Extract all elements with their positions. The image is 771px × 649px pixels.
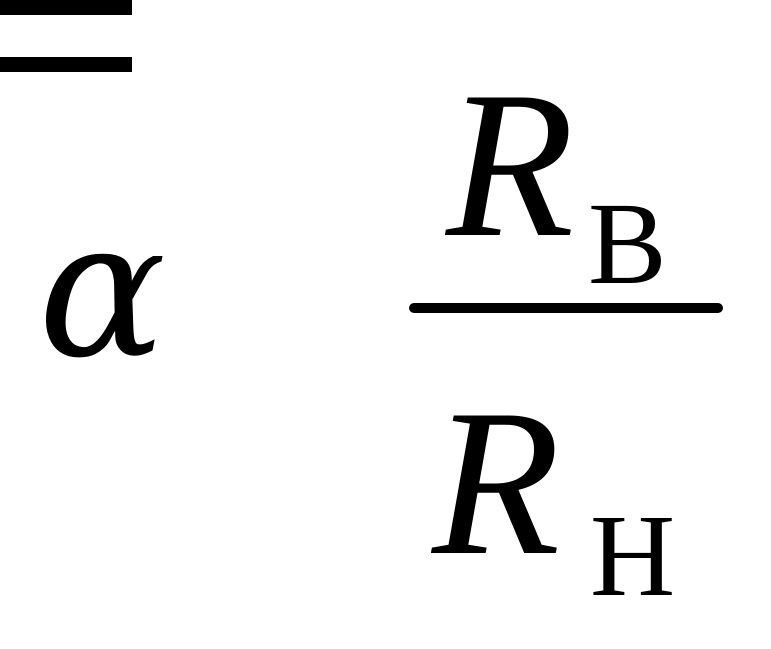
alpha-symbol: α [38,179,167,400]
numerator-subscript: В [588,178,667,309]
equals-sign-top-bar [0,0,132,15]
equals-sign [0,0,132,72]
denominator-symbol: R [432,367,561,599]
fraction-bar [409,303,723,313]
denominator-subscript: Н [590,490,676,621]
equals-sign-bottom-bar [0,57,132,72]
numerator-symbol: R [446,49,575,281]
